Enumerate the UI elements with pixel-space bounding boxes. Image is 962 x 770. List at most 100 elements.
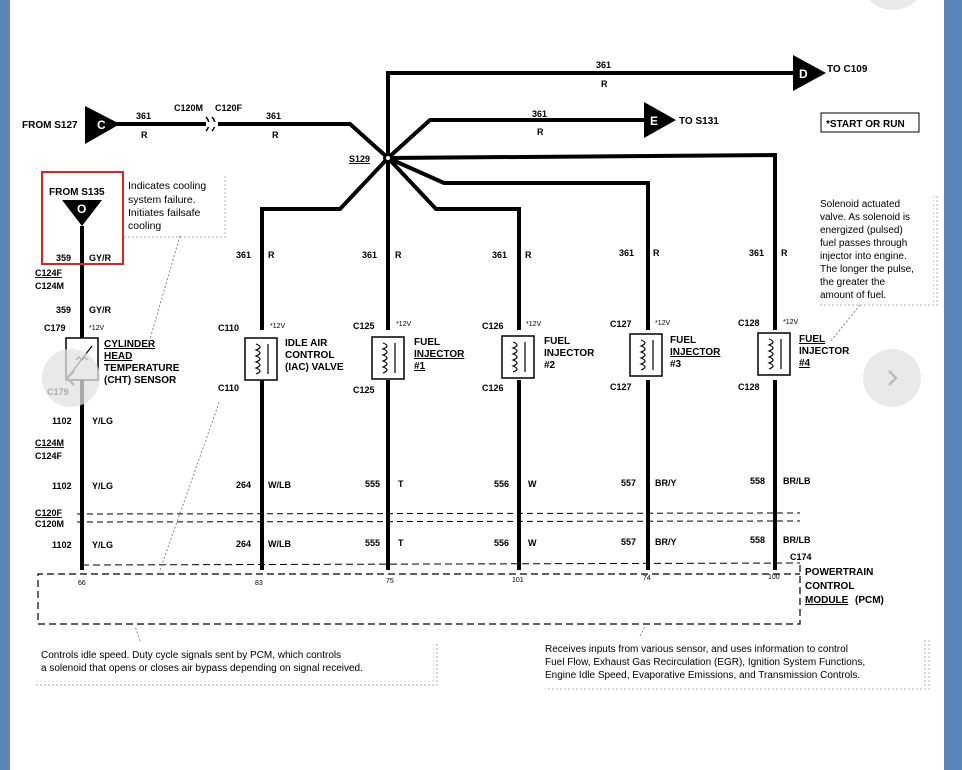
svg-text:C110: C110 [218,323,239,333]
next-image-button[interactable] [863,349,921,407]
svg-text:R: R [781,248,788,258]
svg-text:Y/LG: Y/LG [92,416,113,426]
svg-text:556: 556 [494,538,509,548]
branch-wire-codes: 361 R 361 R 361 R 361 R 361 R [236,248,788,260]
svg-text:fuel passes through: fuel passes through [820,238,907,249]
fuel-injector-3 [629,333,663,377]
svg-text:361: 361 [492,250,507,260]
svg-text:FUEL: FUEL [670,335,696,346]
svg-text:#1: #1 [414,361,426,372]
svg-text:Engine Idle Speed, Evaporative: Engine Idle Speed, Evaporative Emissions… [545,670,860,681]
svg-text:100: 100 [768,574,780,581]
svg-text:361: 361 [362,250,377,260]
svg-text:361: 361 [532,109,547,119]
window-frame-right [944,0,962,770]
connector-c: C [85,106,120,144]
svg-text:INJECTOR: INJECTOR [414,349,465,360]
pcm-inputs-note: Receives inputs from various sensor, and… [541,625,930,692]
svg-text:R: R [601,79,608,89]
svg-text:R: R [525,250,532,260]
from-s127-label: FROM S127 [22,120,78,131]
cooling-note: Indicates cooling system failure. Initia… [122,174,228,347]
svg-text:cooling: cooling [128,220,161,232]
svg-text:555: 555 [365,479,380,489]
component-connector-labels: C110 *12V C110 C125 *12V C125 C126 *12V … [218,318,799,395]
svg-text:The longer the pulse,: The longer the pulse, [820,264,914,275]
svg-text:BR/LB: BR/LB [783,535,811,545]
svg-text:INJECTOR: INJECTOR [670,347,721,358]
fuel-injector-4 [757,332,791,376]
svg-text:C124F: C124F [35,268,63,278]
svg-text:*12V: *12V [783,319,799,326]
svg-text:(CHT) SENSOR: (CHT) SENSOR [104,375,177,386]
svg-text:*START OR RUN: *START OR RUN [826,119,905,130]
svg-text:*12V: *12V [655,320,671,327]
svg-text:injector into engine.: injector into engine. [820,251,907,262]
svg-text:FUEL: FUEL [544,336,570,347]
svg-text:valve. As solenoid is: valve. As solenoid is [820,212,910,223]
svg-text:BR/Y: BR/Y [655,537,677,547]
top-control-button[interactable] [866,0,920,10]
svg-text:amount of fuel.: amount of fuel. [820,290,886,301]
image-viewer: C D E O FROM S127 TO C109 TO S131 C120M … [10,0,944,770]
svg-text:361: 361 [749,248,764,258]
iac-valve [244,337,278,381]
svg-text:*12V: *12V [526,321,542,328]
svg-text:#4: #4 [799,358,811,369]
svg-text:energized (pulsed): energized (pulsed) [820,225,903,236]
svg-text:CONTROL: CONTROL [285,350,334,361]
svg-text:R: R [395,250,402,260]
svg-text:C174: C174 [790,552,812,562]
svg-text:557: 557 [621,537,636,547]
svg-text:C128: C128 [738,382,760,392]
bottom-wire-codes: 264 W/LB 555 T 556 W 557 BR/Y 558 BR/LB … [236,476,812,562]
svg-text:Indicates cooling: Indicates cooling [128,180,206,192]
svg-text:D: D [799,67,808,81]
svg-text:INJECTOR: INJECTOR [544,348,595,359]
svg-text:361: 361 [266,111,281,121]
svg-text:C126: C126 [482,383,504,393]
previous-image-button[interactable] [42,349,100,407]
fuel-injector-2 [501,335,535,379]
svg-text:W: W [528,479,537,489]
svg-text:T: T [398,538,404,548]
svg-text:system failure.: system failure. [128,194,196,206]
wiring-diagram: C D E O FROM S127 TO C109 TO S131 C120M … [22,55,940,692]
top-wire-codes: 361 R 361 R 361 R 361 R [136,60,611,140]
c120m-label: C120M [174,103,203,113]
svg-text:CYLINDER: CYLINDER [104,339,156,350]
svg-text:83: 83 [255,580,263,587]
svg-text:FUEL: FUEL [799,334,825,345]
window-frame-left [0,0,10,770]
svg-text:C128: C128 [738,318,760,328]
svg-text:TEMPERATURE: TEMPERATURE [104,363,180,374]
solenoid-note: Solenoid actuated valve. As solenoid is … [815,193,940,343]
svg-text:361: 361 [136,111,151,121]
svg-text:FUEL: FUEL [414,337,440,348]
svg-text:Solenoid actuated: Solenoid actuated [820,199,900,210]
c120f-label: C120F [215,103,243,113]
svg-text:R: R [653,248,660,258]
svg-text:C120F: C120F [35,508,63,518]
svg-text:264: 264 [236,480,251,490]
svg-text:556: 556 [494,479,509,489]
highlight-box [41,171,124,265]
connector-d: D [793,55,826,91]
svg-text:*12V: *12V [396,321,412,328]
svg-text:*12V: *12V [89,325,105,332]
from-s135-label: FROM S135 [49,187,105,198]
svg-text:W: W [528,538,537,548]
svg-text:264: 264 [236,539,251,549]
svg-text:101: 101 [512,577,524,584]
svg-text:1102: 1102 [52,416,72,426]
svg-text:R: R [268,250,275,260]
svg-text:#2: #2 [544,360,556,371]
start-or-run-box: *START OR RUN [820,112,920,133]
chevron-left-icon [65,370,75,386]
wires [80,71,797,570]
svg-text:66: 66 [78,580,86,587]
svg-text:Fuel Flow, Exhaust Gas Recircu: Fuel Flow, Exhaust Gas Recirculation (EG… [545,657,865,668]
svg-text:#3: #3 [670,359,682,370]
c120-dashed-lines [76,512,801,523]
svg-text:C124M: C124M [35,281,64,291]
